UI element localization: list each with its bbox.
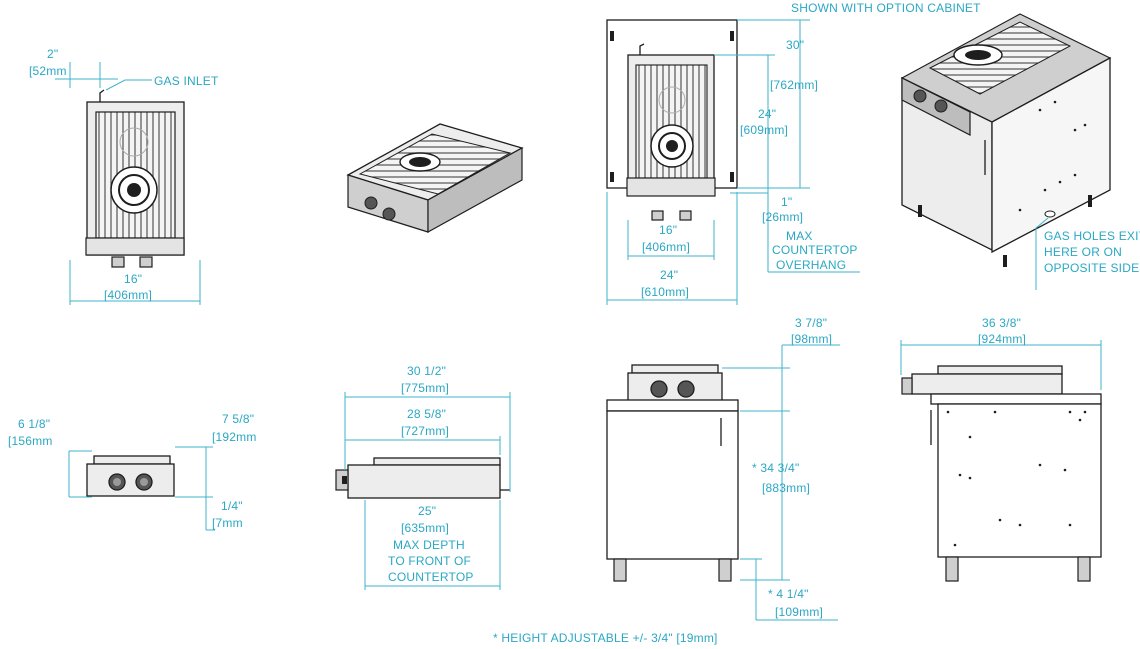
front-view-dimensions [68,446,215,531]
cab-total-dim-mm: [883mm] [762,481,810,495]
cab-top-dim-in: 3 7/8" [795,316,827,330]
unit-width-dim-in: 16" [659,223,677,237]
cab-total-dim-in: * 34 3/4" [752,461,799,475]
side-depth-label-line2: TO FRONT OF [388,554,471,568]
unit-width-dim-mm: [406mm] [642,240,690,254]
cab-width-dim-in: 24" [660,268,678,282]
overhang-label-line1: MAX [786,229,813,243]
top-width-dim-mm: [406mm] [104,288,152,302]
iso-view-burner [346,123,524,234]
front-h2-dim-mm: [192mm [212,430,257,444]
front-h-dim-mm: [156mm [8,434,53,448]
top-view-burner [85,89,185,268]
top-view-dimensions [55,62,201,305]
unit-depth-dim-in: 24" [758,107,776,121]
height-adjustable-footnote: * HEIGHT ADJUSTABLE +/- 3/4" [19mm] [493,631,718,645]
side-depth-dim-in: 25" [418,504,436,518]
leg-dim-mm: [109mm] [775,605,823,619]
side-view-cabinet [901,365,1102,582]
unit-depth-dim-mm: [609mm] [740,123,788,137]
overhang-label-line2: COUNTERTOP [772,243,858,257]
cab-side-dim-in: 36 3/8" [982,316,1021,330]
front-h-dim-in: 6 1/8" [18,417,50,431]
side-view-burner [335,457,510,499]
front-gap-dim-mm: [7mm [212,516,243,530]
leg-dim-in: * 4 1/4" [768,587,809,601]
side-cabinet-dimensions [900,340,1102,390]
side-body-dim-mm: [727mm] [401,424,449,438]
top-view-cabinet [606,19,738,221]
cab-width-dim-mm: [610mm] [641,285,689,299]
side-body-dim-in: 28 5/8" [407,407,446,421]
top-inlet-dim-mm: [52mm [29,64,67,78]
shown-with-cabinet-label: SHOWN WITH OPTION CABINET [791,1,981,15]
gas-holes-label-line2: HERE OR ON [1044,245,1122,259]
top-view-cabinet-dimensions [606,19,860,305]
gas-inlet-label: GAS INLET [154,74,219,88]
iso-view-cabinet [900,13,1112,267]
side-view-dimensions [344,392,511,590]
gas-holes-label-line3: OPPOSITE SIDE [1044,261,1139,275]
side-depth-label-line1: MAX DEPTH [393,538,465,552]
side-depth-label-line3: COUNTERTOP [388,570,474,584]
overhang-dim-in: 1" [781,195,792,209]
top-inlet-dim-in: 2" [47,47,58,61]
cab-side-dim-mm: [924mm] [978,332,1026,346]
front-cabinet-dimensions [722,344,840,621]
cab-height-dim-in: 30" [786,38,804,52]
front-h2-dim-in: 7 5/8" [222,412,254,426]
cab-top-dim-mm: [98mm] [791,332,832,346]
front-gap-dim-in: 1/4" [221,499,243,513]
overhang-label-line3: OVERHANG [776,258,846,272]
cab-height-dim-mm: [762mm] [770,78,818,92]
front-view-cabinet [606,364,739,582]
front-view-burner [86,455,175,497]
side-depth-dim-mm: [635mm] [401,521,449,535]
side-total-dim-mm: [775mm] [401,381,449,395]
gas-holes-label-line1: GAS HOLES EXITS [1044,229,1140,243]
top-width-dim-in: 16" [124,272,142,286]
overhang-dim-mm: [26mm] [762,210,803,224]
side-total-dim-in: 30 1/2" [407,364,446,378]
iso-cabinet-dimensions [1035,217,1049,290]
